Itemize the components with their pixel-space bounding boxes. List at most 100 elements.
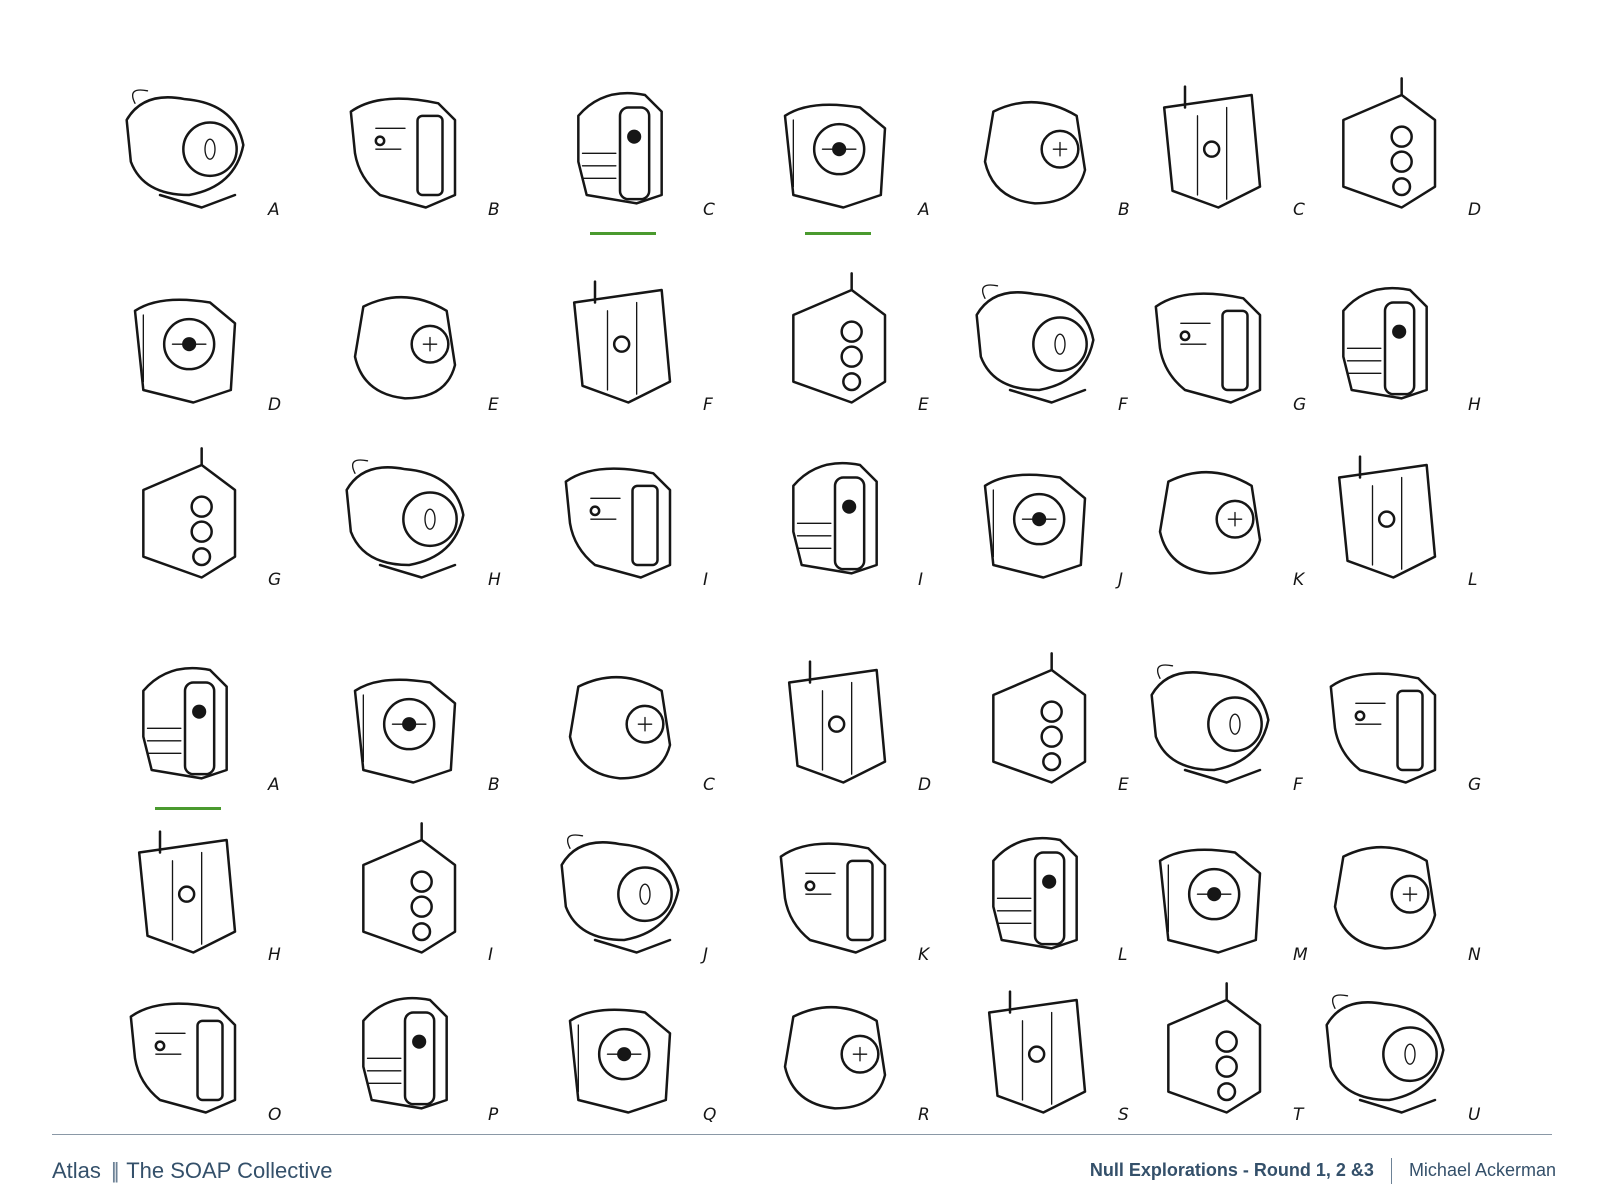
robot-head-drawing bbox=[345, 459, 465, 579]
variant-label: F bbox=[1293, 775, 1303, 795]
robot-head-drawing bbox=[1158, 471, 1262, 575]
robot-head-drawing bbox=[142, 447, 237, 579]
sketch-thumbnail bbox=[960, 645, 1110, 795]
collective-name: The SOAP Collective bbox=[126, 1158, 333, 1183]
robot-head-drawing bbox=[787, 660, 887, 784]
sketch-thumbnail bbox=[545, 440, 695, 590]
variant-label: J bbox=[1118, 570, 1124, 590]
robot-head-drawing bbox=[572, 280, 672, 404]
sketch-thumbnail bbox=[760, 645, 910, 795]
sketch-thumbnail bbox=[760, 70, 910, 220]
robot-head-drawing bbox=[779, 842, 887, 954]
sketch-thumbnail bbox=[960, 975, 1110, 1125]
sketch-thumbnail bbox=[110, 815, 260, 965]
variant-label: K bbox=[1293, 570, 1305, 590]
variant-label: I bbox=[703, 570, 709, 590]
robot-head-drawing bbox=[129, 1002, 237, 1114]
variant-label: O bbox=[268, 1105, 282, 1125]
variant-label: C bbox=[703, 775, 715, 795]
sketch-thumbnail bbox=[1310, 70, 1460, 220]
variant-label: G bbox=[1293, 395, 1307, 415]
variant-label: H bbox=[1468, 395, 1481, 415]
robot-head-drawing bbox=[125, 89, 245, 209]
sketch-thumbnail bbox=[545, 70, 695, 220]
robot-head-drawing bbox=[1162, 85, 1262, 209]
variant-label: I bbox=[488, 945, 494, 965]
sketch-thumbnail bbox=[1135, 70, 1285, 220]
sketch-thumbnail bbox=[960, 440, 1110, 590]
variant-label: B bbox=[488, 200, 500, 220]
sketch-thumbnail bbox=[760, 265, 910, 415]
selection-underline bbox=[155, 807, 221, 810]
footer-project-info: Null Explorations - Round 1, 2 &3 Michae… bbox=[1090, 1158, 1556, 1184]
sketch-thumbnail bbox=[960, 265, 1110, 415]
variant-label: A bbox=[268, 775, 280, 795]
robot-head-drawing bbox=[568, 676, 672, 780]
variant-label: Q bbox=[703, 1105, 717, 1125]
sketch-thumbnail bbox=[1135, 815, 1285, 965]
variant-label: H bbox=[488, 570, 501, 590]
variant-label: B bbox=[488, 775, 500, 795]
variant-label: K bbox=[918, 945, 930, 965]
selection-underline bbox=[805, 232, 871, 235]
variant-label: S bbox=[1118, 1105, 1129, 1125]
robot-head-drawing bbox=[1333, 846, 1437, 950]
sketch-thumbnail bbox=[330, 440, 480, 590]
sketch-thumbnail bbox=[110, 265, 260, 415]
variant-label: A bbox=[268, 200, 280, 220]
sketch-thumbnail bbox=[330, 815, 480, 965]
sketch-thumbnail bbox=[330, 70, 480, 220]
variant-label: U bbox=[1468, 1105, 1481, 1125]
robot-head-drawing bbox=[353, 296, 457, 400]
sketch-thumbnail bbox=[1310, 815, 1460, 965]
variant-label: L bbox=[1118, 945, 1128, 965]
variant-label: A bbox=[918, 200, 930, 220]
robot-head-drawing bbox=[992, 836, 1078, 950]
sketch-thumbnail bbox=[1310, 975, 1460, 1125]
robot-head-drawing bbox=[577, 91, 663, 205]
robot-head-drawing bbox=[983, 101, 1087, 205]
sketch-thumbnail bbox=[1310, 645, 1460, 795]
variant-label: C bbox=[703, 200, 715, 220]
robot-head-drawing bbox=[1342, 286, 1428, 400]
project-title: Null Explorations - Round 1, 2 &3 bbox=[1089, 1159, 1374, 1180]
studio-name: Atlas bbox=[52, 1158, 101, 1183]
footer-divider bbox=[52, 1134, 1552, 1135]
variant-label: L bbox=[1468, 570, 1478, 590]
robot-head-drawing bbox=[349, 97, 457, 209]
variant-label: N bbox=[1468, 945, 1481, 965]
variant-label: D bbox=[268, 395, 282, 415]
sketch-thumbnail bbox=[1135, 975, 1285, 1125]
robot-head-drawing bbox=[564, 467, 672, 579]
variant-label: F bbox=[703, 395, 713, 415]
robot-head-drawing bbox=[992, 652, 1087, 784]
variant-label: E bbox=[918, 395, 929, 415]
variant-label: C bbox=[1293, 200, 1305, 220]
variant-label: D bbox=[918, 775, 932, 795]
robot-head-drawing bbox=[142, 666, 228, 780]
footer-credit: Atlas || The SOAP Collective bbox=[52, 1158, 332, 1184]
robot-head-drawing bbox=[783, 1006, 887, 1110]
sketch-thumbnail bbox=[330, 975, 480, 1125]
robot-head-drawing bbox=[783, 103, 887, 209]
sketch-thumbnail bbox=[760, 975, 910, 1125]
robot-head-drawing bbox=[1329, 672, 1437, 784]
robot-head-drawing bbox=[568, 1008, 672, 1114]
footer-vertical-divider bbox=[1390, 1158, 1392, 1184]
variant-label: D bbox=[1468, 200, 1482, 220]
sketch-thumbnail bbox=[545, 815, 695, 965]
robot-head-drawing bbox=[1154, 292, 1262, 404]
sketch-thumbnail bbox=[1310, 440, 1460, 590]
variant-label: G bbox=[268, 570, 282, 590]
variant-label: J bbox=[703, 945, 709, 965]
robot-head-drawing bbox=[1158, 848, 1262, 954]
robot-head-drawing bbox=[353, 678, 457, 784]
variant-label: B bbox=[1118, 200, 1130, 220]
sketch-thumbnail bbox=[330, 645, 480, 795]
variant-label: G bbox=[1468, 775, 1482, 795]
robot-head-drawing bbox=[1150, 664, 1270, 784]
sketch-thumbnail bbox=[545, 645, 695, 795]
variant-label: I bbox=[918, 570, 924, 590]
robot-head-drawing bbox=[983, 473, 1087, 579]
